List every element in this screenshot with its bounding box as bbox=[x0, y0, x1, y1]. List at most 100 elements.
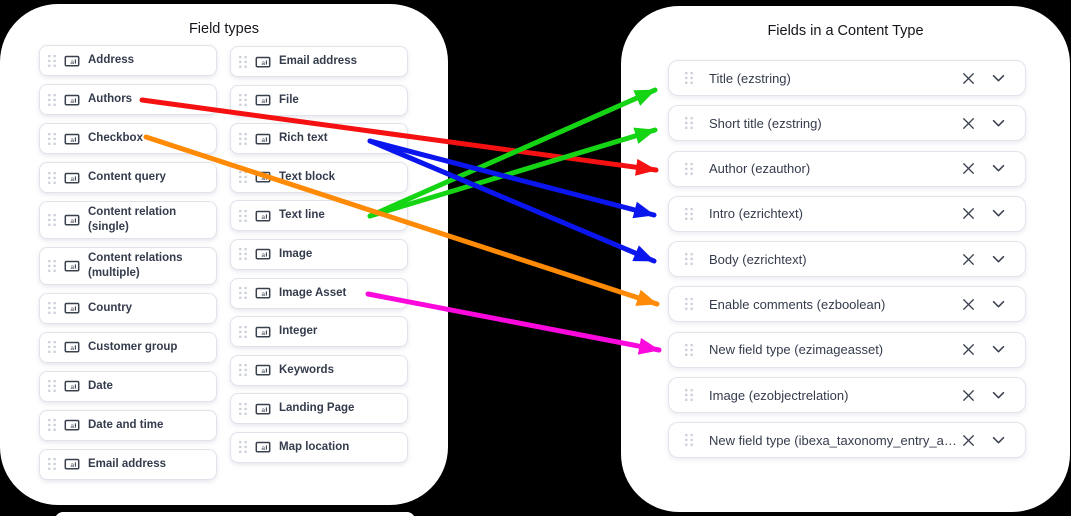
field-type-icon: a bbox=[255, 246, 271, 262]
drag-handle-icon[interactable] bbox=[239, 171, 247, 184]
field-type-card[interactable]: a Customer group bbox=[39, 331, 217, 363]
drag-handle-icon[interactable] bbox=[685, 72, 693, 84]
remove-field-button[interactable] bbox=[960, 70, 977, 87]
field-actions bbox=[960, 160, 1007, 177]
drag-handle-icon[interactable] bbox=[48, 259, 56, 272]
collapse-field-button[interactable] bbox=[990, 207, 1007, 220]
field-type-card[interactable]: a Text block bbox=[230, 161, 408, 193]
content-field-card[interactable]: Body (ezrichtext) bbox=[668, 241, 1026, 278]
field-type-card[interactable]: a Text line bbox=[230, 200, 408, 232]
drag-handle-icon[interactable] bbox=[48, 380, 56, 393]
field-type-card[interactable]: a Rich text bbox=[230, 123, 408, 155]
drag-handle-icon[interactable] bbox=[48, 171, 56, 184]
svg-text:a: a bbox=[261, 214, 265, 221]
field-type-card[interactable]: a Country bbox=[39, 292, 217, 324]
content-field-card[interactable]: Image (ezobjectrelation) bbox=[668, 377, 1026, 414]
field-actions bbox=[960, 251, 1007, 268]
field-type-card[interactable]: a Address bbox=[39, 45, 217, 76]
drag-handle-icon[interactable] bbox=[685, 117, 693, 130]
field-type-card[interactable]: a Date and time bbox=[39, 409, 217, 441]
remove-field-button[interactable] bbox=[960, 341, 977, 358]
drag-handle-icon[interactable] bbox=[685, 298, 693, 311]
content-field-card[interactable]: Enable comments (ezboolean) bbox=[668, 286, 1026, 323]
drag-handle-icon[interactable] bbox=[48, 302, 56, 315]
svg-text:a: a bbox=[261, 137, 265, 144]
field-actions bbox=[960, 387, 1007, 404]
field-type-label: Image Asset bbox=[279, 286, 347, 299]
drag-handle-icon[interactable] bbox=[239, 402, 247, 415]
collapse-field-button[interactable] bbox=[990, 72, 1007, 85]
collapse-field-button[interactable] bbox=[990, 162, 1007, 175]
drag-handle-icon[interactable] bbox=[239, 248, 247, 261]
field-type-card[interactable]: a Date bbox=[39, 370, 217, 402]
drag-handle-icon[interactable] bbox=[685, 253, 693, 266]
field-type-card[interactable]: a Email address bbox=[230, 46, 408, 77]
close-icon bbox=[963, 299, 974, 310]
drag-handle-icon[interactable] bbox=[685, 389, 693, 401]
field-type-card[interactable]: a Image bbox=[230, 238, 408, 270]
panel-title: Field types bbox=[188, 21, 260, 37]
collapse-field-button[interactable] bbox=[990, 117, 1007, 130]
content-field-card[interactable]: Title (ezstring) bbox=[668, 60, 1026, 96]
field-type-card[interactable]: a Keywords bbox=[230, 354, 408, 386]
svg-text:a: a bbox=[261, 445, 265, 452]
drag-handle-icon[interactable] bbox=[685, 434, 693, 447]
svg-text:a: a bbox=[261, 291, 265, 298]
remove-field-button[interactable] bbox=[960, 115, 977, 132]
drag-handle-icon[interactable] bbox=[685, 207, 693, 220]
chevron-down-icon bbox=[992, 436, 1005, 444]
drag-handle-icon[interactable] bbox=[48, 341, 56, 354]
content-field-label: Author (ezauthor) bbox=[709, 161, 811, 177]
drag-handle-icon[interactable] bbox=[239, 132, 247, 145]
field-type-card[interactable]: a Email address bbox=[39, 448, 217, 480]
field-type-card[interactable]: a Authors bbox=[39, 84, 217, 115]
drag-handle-icon[interactable] bbox=[685, 162, 693, 175]
field-type-icon: a bbox=[64, 92, 80, 108]
field-type-card[interactable]: a Content query bbox=[39, 162, 217, 193]
field-type-label: Email address bbox=[279, 55, 357, 68]
content-field-card[interactable]: Short title (ezstring) bbox=[668, 105, 1026, 142]
drag-handle-icon[interactable] bbox=[239, 287, 247, 299]
drag-handle-icon[interactable] bbox=[48, 458, 56, 471]
remove-field-button[interactable] bbox=[960, 251, 977, 268]
field-type-card[interactable]: a Checkbox bbox=[39, 123, 217, 154]
remove-field-button[interactable] bbox=[960, 205, 977, 222]
content-field-card[interactable]: New field type (ibexa_taxonomy_entry_ass… bbox=[668, 422, 1026, 459]
drag-handle-icon[interactable] bbox=[48, 93, 56, 106]
field-type-label: Date bbox=[88, 379, 113, 392]
field-type-card[interactable]: a Content relation (single) bbox=[39, 201, 217, 239]
close-icon bbox=[963, 117, 974, 129]
field-type-card[interactable]: a Map location bbox=[230, 431, 408, 463]
content-field-card[interactable]: New field type (ezimageasset) bbox=[668, 331, 1026, 368]
field-type-card[interactable]: a File bbox=[230, 84, 408, 116]
collapse-field-button[interactable] bbox=[990, 434, 1007, 447]
drag-handle-icon[interactable] bbox=[239, 55, 247, 68]
drag-handle-icon[interactable] bbox=[239, 441, 247, 454]
collapse-field-button[interactable] bbox=[990, 343, 1007, 356]
svg-text:a: a bbox=[70, 58, 74, 65]
drag-handle-icon[interactable] bbox=[685, 343, 693, 356]
drag-handle-icon[interactable] bbox=[239, 209, 247, 222]
remove-field-button[interactable] bbox=[960, 387, 977, 404]
drag-handle-icon[interactable] bbox=[239, 325, 247, 338]
close-icon bbox=[963, 208, 974, 220]
field-type-card[interactable]: a Image Asset bbox=[230, 277, 408, 309]
collapse-field-button[interactable] bbox=[990, 389, 1007, 402]
collapse-field-button[interactable] bbox=[990, 253, 1007, 266]
remove-field-button[interactable] bbox=[960, 160, 977, 177]
collapse-field-button[interactable] bbox=[990, 298, 1007, 311]
drag-handle-icon[interactable] bbox=[48, 419, 56, 432]
field-type-card[interactable]: a Content relations (multiple) bbox=[39, 246, 217, 285]
drag-handle-icon[interactable] bbox=[48, 54, 56, 67]
content-field-card[interactable]: Author (ezauthor) bbox=[668, 150, 1026, 187]
field-type-card[interactable]: a Integer bbox=[230, 316, 408, 348]
field-type-card[interactable]: a Landing Page bbox=[230, 393, 408, 425]
drag-handle-icon[interactable] bbox=[48, 213, 56, 226]
content-field-card[interactable]: Intro (ezrichtext) bbox=[668, 195, 1026, 232]
field-type-icon: a bbox=[255, 169, 271, 185]
remove-field-button[interactable] bbox=[960, 296, 977, 313]
remove-field-button[interactable] bbox=[960, 432, 977, 449]
drag-handle-icon[interactable] bbox=[239, 364, 247, 377]
drag-handle-icon[interactable] bbox=[48, 132, 56, 145]
drag-handle-icon[interactable] bbox=[239, 94, 247, 106]
